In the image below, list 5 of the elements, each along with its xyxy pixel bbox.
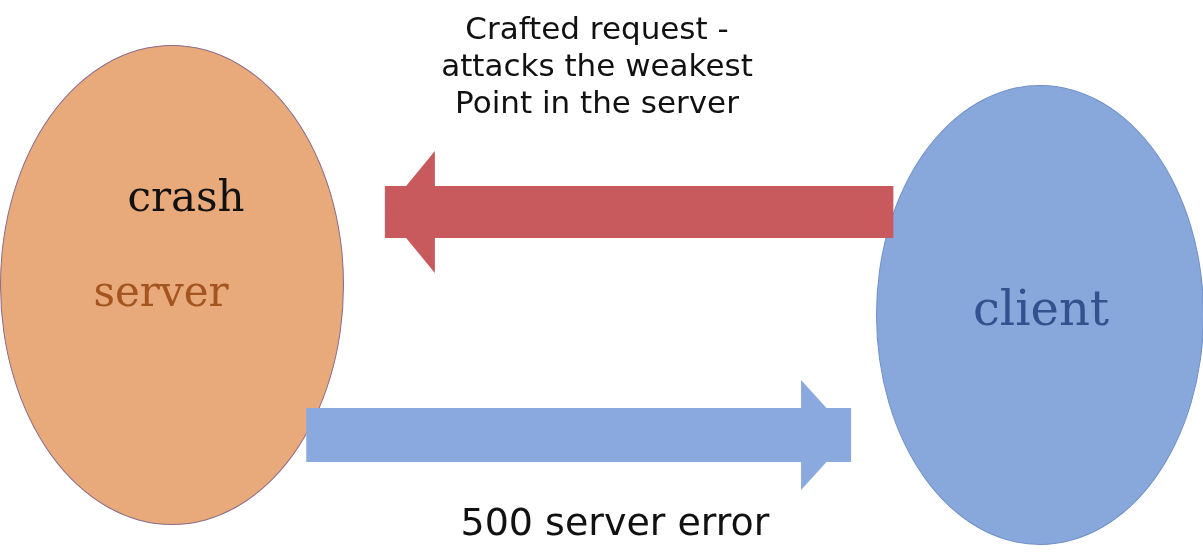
node-label: server bbox=[93, 266, 229, 316]
block-arrow bbox=[306, 380, 852, 490]
node-label: client bbox=[972, 280, 1110, 336]
node-title: crash bbox=[127, 171, 245, 221]
block-arrow bbox=[384, 151, 894, 273]
